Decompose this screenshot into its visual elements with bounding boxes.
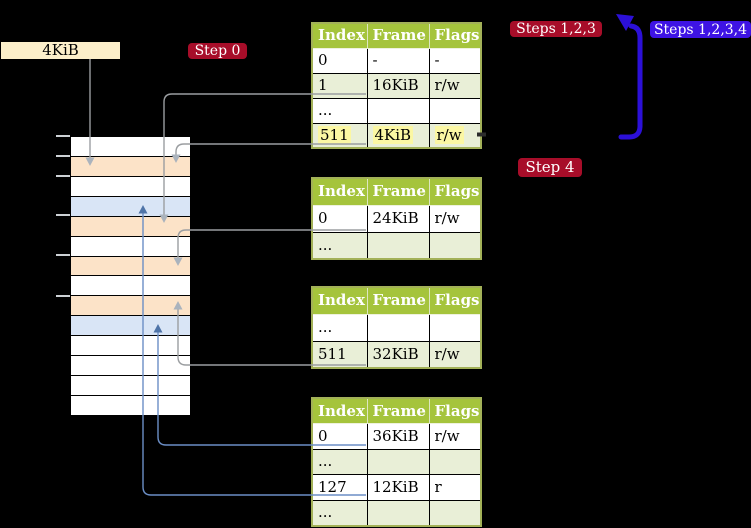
badge-step-0: Step 0 — [188, 43, 247, 59]
column-header: Frame — [367, 23, 430, 48]
table-cell: r — [429, 474, 481, 501]
table-cell: 1 — [312, 72, 368, 98]
column-header: Frame — [367, 398, 430, 424]
column-header: Index — [312, 398, 368, 424]
table-cell: 0 — [312, 204, 368, 232]
memory-frame-row — [71, 395, 190, 415]
table-cell: - — [367, 47, 430, 73]
memory-frame-row — [71, 296, 190, 317]
column-header: Index — [312, 23, 368, 48]
page-size-label: 4KiB — [1, 42, 120, 59]
table-cell — [429, 97, 481, 123]
table-cell: 16KiB — [367, 72, 430, 98]
tick-mark — [56, 254, 70, 256]
table-cell — [429, 313, 481, 341]
table-cell: 32KiB — [367, 340, 430, 368]
memory-frame-row — [71, 137, 190, 157]
highlighted-value: 4KiB — [372, 125, 414, 144]
table-cell: r/w — [429, 340, 481, 368]
column-header: Flags — [429, 398, 481, 424]
memory-frame-row — [71, 196, 190, 217]
badge-steps-1-2-3: Steps 1,2,3 — [510, 21, 602, 37]
memory-frame-row — [71, 336, 190, 357]
table-cell — [429, 231, 481, 259]
tick-mark — [56, 295, 70, 297]
memory-frame-row — [71, 236, 190, 257]
table-cell: 511 — [312, 122, 368, 148]
badge-step-4: Step 4 — [518, 158, 582, 177]
memory-frame-row — [71, 356, 190, 377]
table-row: ... — [312, 499, 481, 526]
column-header: Frame — [367, 178, 430, 205]
table-cell: r/w — [429, 122, 481, 148]
table-cell: ... — [312, 499, 368, 526]
memory-frame-row — [71, 176, 190, 197]
memory-frame-row — [71, 376, 190, 396]
table-cell: 4KiB — [367, 122, 430, 148]
table-cell: ... — [312, 313, 368, 341]
badge-steps-1-2-3-4: Steps 1,2,3,4 — [650, 21, 751, 38]
column-header: Index — [312, 178, 368, 205]
table-cell — [429, 499, 481, 526]
table-cell: 0 — [312, 47, 368, 73]
column-header: Flags — [429, 287, 481, 314]
table-cell: 12KiB — [367, 474, 430, 501]
table-row: 511 4KiB r/w — [312, 122, 481, 148]
table-cell: - — [429, 47, 481, 73]
table-row: ... — [312, 97, 481, 123]
table-cell: 127 — [312, 474, 368, 501]
table-cell: 511 — [312, 340, 368, 368]
recursion-loop-arrow — [618, 23, 643, 140]
column-header: Flags — [429, 178, 481, 205]
table-cell — [367, 313, 430, 341]
table-cell: ... — [312, 448, 368, 475]
memory-frame-row — [71, 256, 190, 277]
memory-frame-row — [71, 316, 190, 337]
column-header: Flags — [429, 23, 481, 48]
highlighted-value: 511 — [318, 125, 351, 144]
tick-mark — [56, 135, 70, 137]
memory-frame-row — [71, 276, 190, 297]
physical-memory-column — [70, 136, 191, 416]
table-cell — [367, 448, 430, 475]
tick-mark — [56, 175, 70, 177]
table-cell: r/w — [429, 72, 481, 98]
table-cell: 36KiB — [367, 423, 430, 450]
table-cell: ... — [312, 97, 368, 123]
column-header: Frame — [367, 287, 430, 314]
column-header: Index — [312, 287, 368, 314]
table-cell: r/w — [429, 204, 481, 232]
table-cell: 24KiB — [367, 204, 430, 232]
tick-mark — [56, 214, 70, 216]
table-cell — [429, 448, 481, 475]
table-cell: 0 — [312, 423, 368, 450]
tick-mark — [56, 155, 70, 157]
table-cell — [367, 97, 430, 123]
table-cell: ... — [312, 231, 368, 259]
table-cell: r/w — [429, 423, 481, 450]
table-cell — [367, 499, 430, 526]
loop-arrowhead-icon — [616, 14, 634, 31]
table-row: ... — [312, 231, 481, 259]
highlighted-value: r/w — [434, 125, 464, 144]
table-cell — [367, 231, 430, 259]
table-row: 0-- — [312, 47, 481, 73]
memory-frame-row — [71, 216, 190, 237]
memory-frame-row — [71, 156, 190, 177]
table-row: ... — [312, 448, 481, 475]
table-row: ... — [312, 313, 481, 341]
